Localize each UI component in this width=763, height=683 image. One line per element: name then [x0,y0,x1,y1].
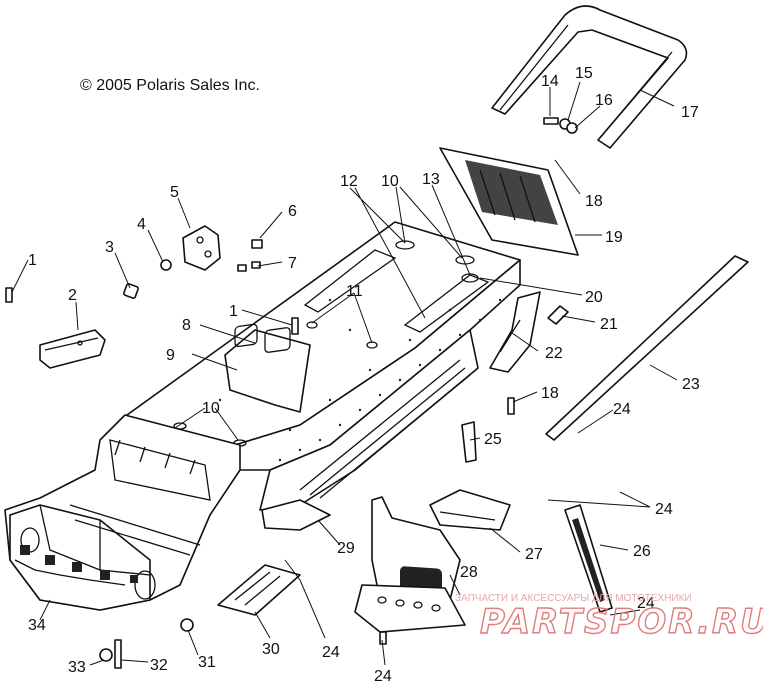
callout-18a: 18 [585,193,603,210]
part-5-bracket [182,225,221,271]
callout-4: 4 [137,216,146,233]
front-bulkhead [4,414,241,611]
callout-34: 34 [28,617,46,634]
callout-15: 15 [575,65,593,82]
callout-26: 26 [633,543,651,560]
part-2-bracket [39,329,106,369]
callout-1: 1 [28,252,37,269]
callout-24b: 24 [655,501,673,518]
part-22-bracket [489,291,569,373]
callout-25: 25 [484,431,502,448]
callout-17: 17 [681,104,699,121]
callout-32: 32 [150,657,168,674]
part-29-step [261,499,331,531]
callout-24a: 24 [613,401,631,418]
callout-20: 20 [585,289,603,306]
callout-14: 14 [541,73,559,90]
callout-30: 30 [262,641,280,658]
callout-24e: 24 [637,595,655,612]
callout-22: 22 [545,345,563,362]
callout-8: 8 [182,317,191,334]
copyright-notice: © 2005 Polaris Sales Inc. [80,77,260,94]
callout-5: 5 [170,184,179,201]
callout-29: 29 [337,540,355,557]
callout-6: 6 [288,203,297,220]
part-30-plate [217,564,301,616]
callout-27: 27 [525,546,543,563]
callout-21: 21 [600,316,618,333]
callout-2: 2 [68,287,77,304]
watermark: ЗАПЧАСТИ И АКСЕССУАРЫ ДЛЯ МОТОТЕХНИКИ PA… [455,593,763,643]
callout-16: 16 [595,92,613,109]
callout-7: 7 [288,255,297,272]
callout-24c: 24 [322,644,340,661]
leader-lines [11,81,678,666]
callout-28: 28 [460,564,478,581]
callout-9: 9 [166,347,175,364]
callout-11: 11 [346,283,363,300]
part-17-rear-bumper [491,5,688,149]
part-23-rail [545,255,749,441]
callout-19: 19 [605,229,623,246]
callout-10a: 10 [202,400,220,417]
callout-33: 33 [68,659,86,676]
part-27-plate [429,489,511,531]
callout-13: 13 [422,171,440,188]
callout-24d: 24 [374,668,392,683]
callout-12: 12 [340,173,358,190]
callout-10b: 10 [381,173,399,190]
callout-23: 23 [682,376,700,393]
hardware [5,117,578,669]
callout-labels: 1 2 3 4 5 6 7 1 8 9 10 10 11 12 13 14 15… [28,65,700,683]
callout-3: 3 [105,239,114,256]
watermark-text: ЗАПЧАСТИ И АКСЕССУАРЫ ДЛЯ МОТОТЕХНИКИ [455,593,692,604]
part-19-snow-flap [439,147,579,256]
watermark-logo: PARTSPOR.RU [480,602,763,642]
callout-1b: 1 [229,303,238,320]
lower-skid [354,584,466,633]
callout-31: 31 [198,654,216,671]
part-26-rail [564,504,613,613]
part-25-bolt [461,421,477,463]
callout-18b: 18 [541,385,559,402]
